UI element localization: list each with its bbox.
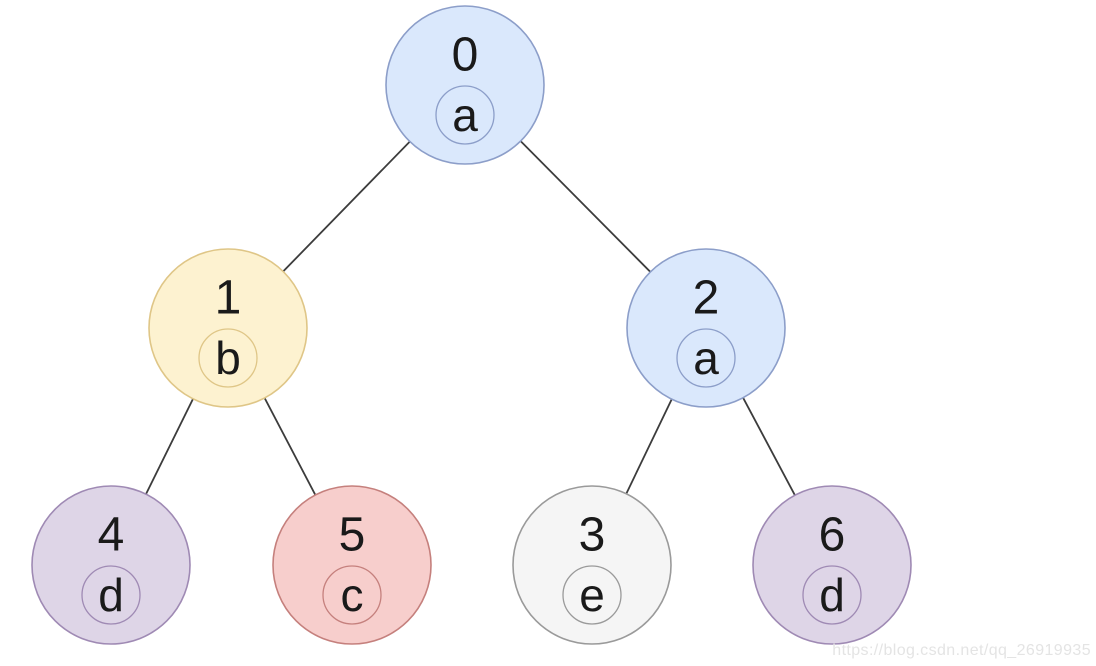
node-1-letter-circle bbox=[198, 328, 258, 388]
node-5-index: 5 bbox=[339, 509, 366, 562]
node-6-circle bbox=[752, 485, 912, 645]
node-4-circle bbox=[31, 485, 191, 645]
tree-node-6: 6 d bbox=[752, 485, 912, 645]
node-5-letter: c bbox=[341, 569, 364, 621]
tree-node-1: 1 b bbox=[148, 248, 308, 408]
node-2-circle bbox=[626, 248, 786, 408]
node-5-circle bbox=[272, 485, 432, 645]
tree-node-3: 3 e bbox=[512, 485, 672, 645]
node-0-letter-circle bbox=[435, 85, 495, 145]
node-1-circle bbox=[148, 248, 308, 408]
tree-node-5: 5 c bbox=[272, 485, 432, 645]
node-0-circle bbox=[385, 5, 545, 165]
tree-node-4: 4 d bbox=[31, 485, 191, 645]
node-5-letter-circle bbox=[322, 565, 382, 625]
node-3-index: 3 bbox=[579, 509, 606, 562]
node-3-letter-circle bbox=[562, 565, 622, 625]
node-3-letter: e bbox=[579, 569, 605, 621]
node-6-letter: d bbox=[819, 569, 845, 621]
node-1-letter: b bbox=[215, 332, 241, 384]
node-4-letter: d bbox=[98, 569, 124, 621]
node-4-letter-circle bbox=[81, 565, 141, 625]
node-2-letter: a bbox=[693, 332, 719, 384]
node-0-letter: a bbox=[452, 89, 478, 141]
node-2-index: 2 bbox=[693, 272, 720, 325]
node-4-index: 4 bbox=[98, 509, 125, 562]
node-0-index: 0 bbox=[452, 29, 479, 82]
node-1-index: 1 bbox=[215, 272, 242, 325]
node-6-letter-circle bbox=[802, 565, 862, 625]
tree-node-2: 2 a bbox=[626, 248, 786, 408]
node-6-index: 6 bbox=[819, 509, 846, 562]
node-3-circle bbox=[512, 485, 672, 645]
node-2-letter-circle bbox=[676, 328, 736, 388]
tree-node-0: 0 a bbox=[385, 5, 545, 165]
